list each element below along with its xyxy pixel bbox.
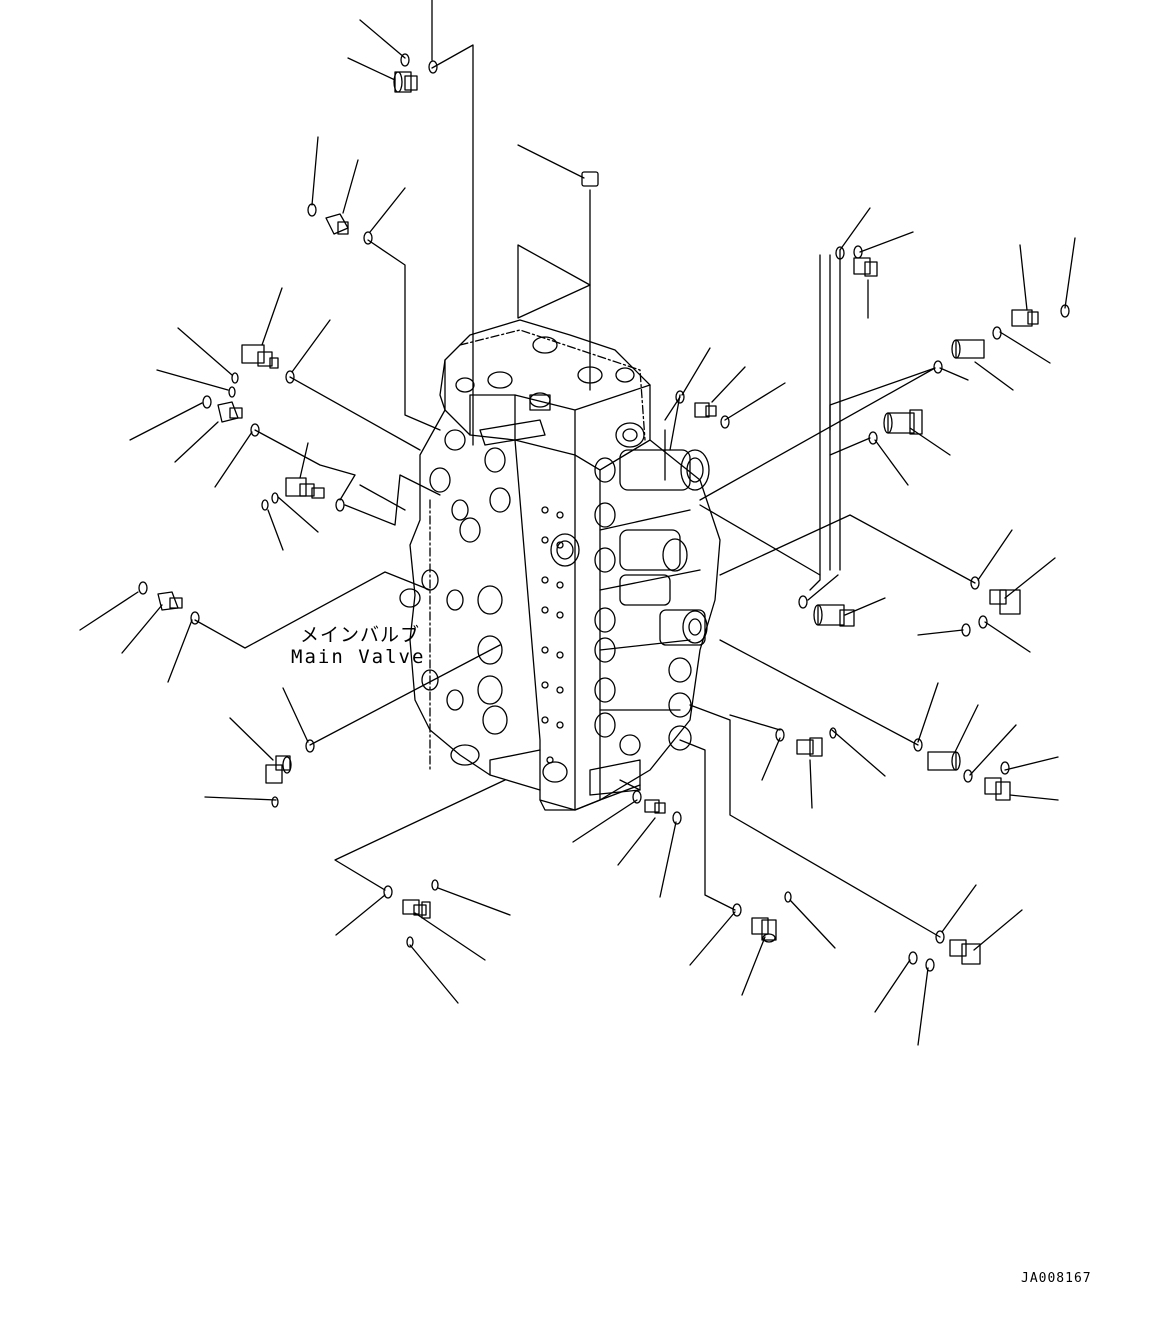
elbow-fitting-right (990, 590, 1020, 614)
sensor-right (884, 410, 922, 434)
callout-leaders (80, 0, 1075, 1045)
sensor-mid (814, 605, 854, 626)
tee-fitting-bottom (403, 900, 430, 918)
main-valve-body (400, 320, 720, 810)
tee-fitting-right (985, 778, 1010, 800)
top-bolts (456, 337, 634, 445)
connector-2 (218, 402, 242, 422)
main-valve-label-en: Main Valve (291, 646, 426, 668)
adapter-lower-right (928, 752, 960, 770)
elbow-fitting-left (266, 756, 291, 783)
tee-fitting-1 (242, 345, 278, 368)
elbow-fitting-top (394, 72, 417, 92)
elbow-fitting-bottom (752, 918, 776, 942)
connector-bottom (645, 800, 665, 813)
connector-3 (158, 592, 182, 610)
elbow-fitting-mid (797, 738, 822, 756)
adapter-right (952, 340, 984, 358)
elbow-fitting-right-top (854, 258, 877, 276)
valve-ports (542, 507, 579, 763)
connector-1 (326, 214, 348, 234)
fittings (158, 72, 1038, 964)
tee-fitting-2 (286, 478, 324, 498)
left-side-ports (400, 430, 510, 765)
tee-fitting-bottom-right (950, 940, 980, 964)
solenoid-valves (543, 423, 709, 795)
drawing-number: JA008167 (1021, 1271, 1092, 1286)
connector-right-2 (1012, 310, 1038, 326)
main-valve-label-jp: メインバルブ (300, 624, 421, 646)
o-rings (139, 54, 1069, 971)
connector-right-1 (695, 403, 716, 417)
plug-top (582, 172, 598, 186)
